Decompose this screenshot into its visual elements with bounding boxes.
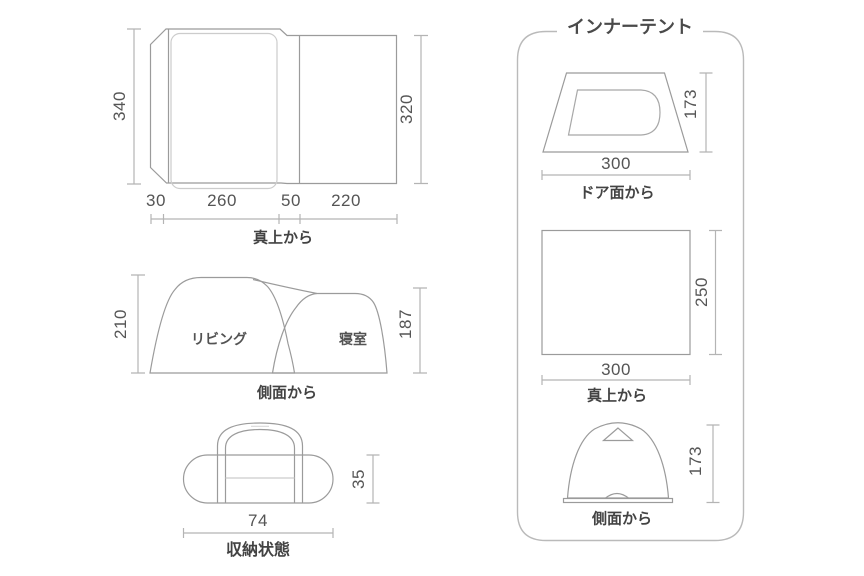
inner-floor-outline <box>541 229 691 356</box>
top-view-inner-tent-outline <box>170 32 278 190</box>
living-room-label: リビング <box>191 331 247 347</box>
inner-door-view-caption: ドア面から <box>579 184 655 202</box>
top-view-outline <box>149 28 398 185</box>
living-dome-outline <box>149 276 296 374</box>
bag-handle-inner <box>224 428 296 503</box>
main-top-view-caption: 真上から <box>252 229 314 247</box>
inner-tent-panel-title: インナーテント <box>559 13 701 39</box>
inner-door-height-label: 173 <box>681 89 700 119</box>
storage-caption: 収納状態 <box>225 542 291 559</box>
dim-210-label: 210 <box>111 309 130 339</box>
inner-side-height-label: 173 <box>686 446 705 476</box>
dim-320-label: 320 <box>397 94 416 124</box>
bag-handle-outer <box>216 422 304 503</box>
dim-30-label: 30 <box>146 191 166 210</box>
main-top-view-dimension-lines <box>127 28 428 224</box>
bedroom-label: 寝室 <box>339 331 367 347</box>
inner-top-view-caption: 真上から <box>586 387 648 405</box>
inner-depth-label: 250 <box>692 277 711 307</box>
bag-body <box>182 454 334 504</box>
storage-bag-drawing <box>182 422 334 504</box>
inner-dome-outline <box>566 422 670 499</box>
dim-35-label: 35 <box>349 469 368 489</box>
inner-tent-panel-border <box>516 30 745 542</box>
dim-340-label: 340 <box>110 91 129 121</box>
inner-width-label: 300 <box>601 360 631 379</box>
fly-line <box>252 278 318 295</box>
dim-187-label: 187 <box>396 309 415 339</box>
inner-top-view-drawing <box>541 229 691 356</box>
dim-50-label: 50 <box>281 191 301 210</box>
inner-dome-bump <box>604 492 630 499</box>
door-face-outline <box>542 72 689 153</box>
inner-dome-base <box>562 497 674 504</box>
inner-side-view-dimension-lines <box>706 424 720 504</box>
dim-220-label: 220 <box>331 191 361 210</box>
main-side-view-caption: 側面から <box>256 384 318 402</box>
inner-side-view-caption: 側面から <box>591 510 653 528</box>
door-opening <box>567 89 661 136</box>
storage-bag-dimension-lines <box>182 454 380 538</box>
bedroom-dome-outline <box>271 292 388 374</box>
inner-vent-triangle <box>601 427 635 442</box>
main-side-view-drawing <box>149 276 388 374</box>
dim-260-label: 260 <box>207 191 237 210</box>
main-side-view-dimension-lines <box>131 274 427 374</box>
main-top-view-drawing <box>149 28 398 190</box>
inner-door-width-label: 300 <box>601 154 631 173</box>
inner-door-view-drawing <box>542 72 689 153</box>
dim-74-label: 74 <box>248 511 268 530</box>
inner-door-view-dimension-lines <box>541 72 713 180</box>
inner-top-view-dimension-lines <box>541 229 722 385</box>
inner-side-view-drawing <box>562 422 674 504</box>
